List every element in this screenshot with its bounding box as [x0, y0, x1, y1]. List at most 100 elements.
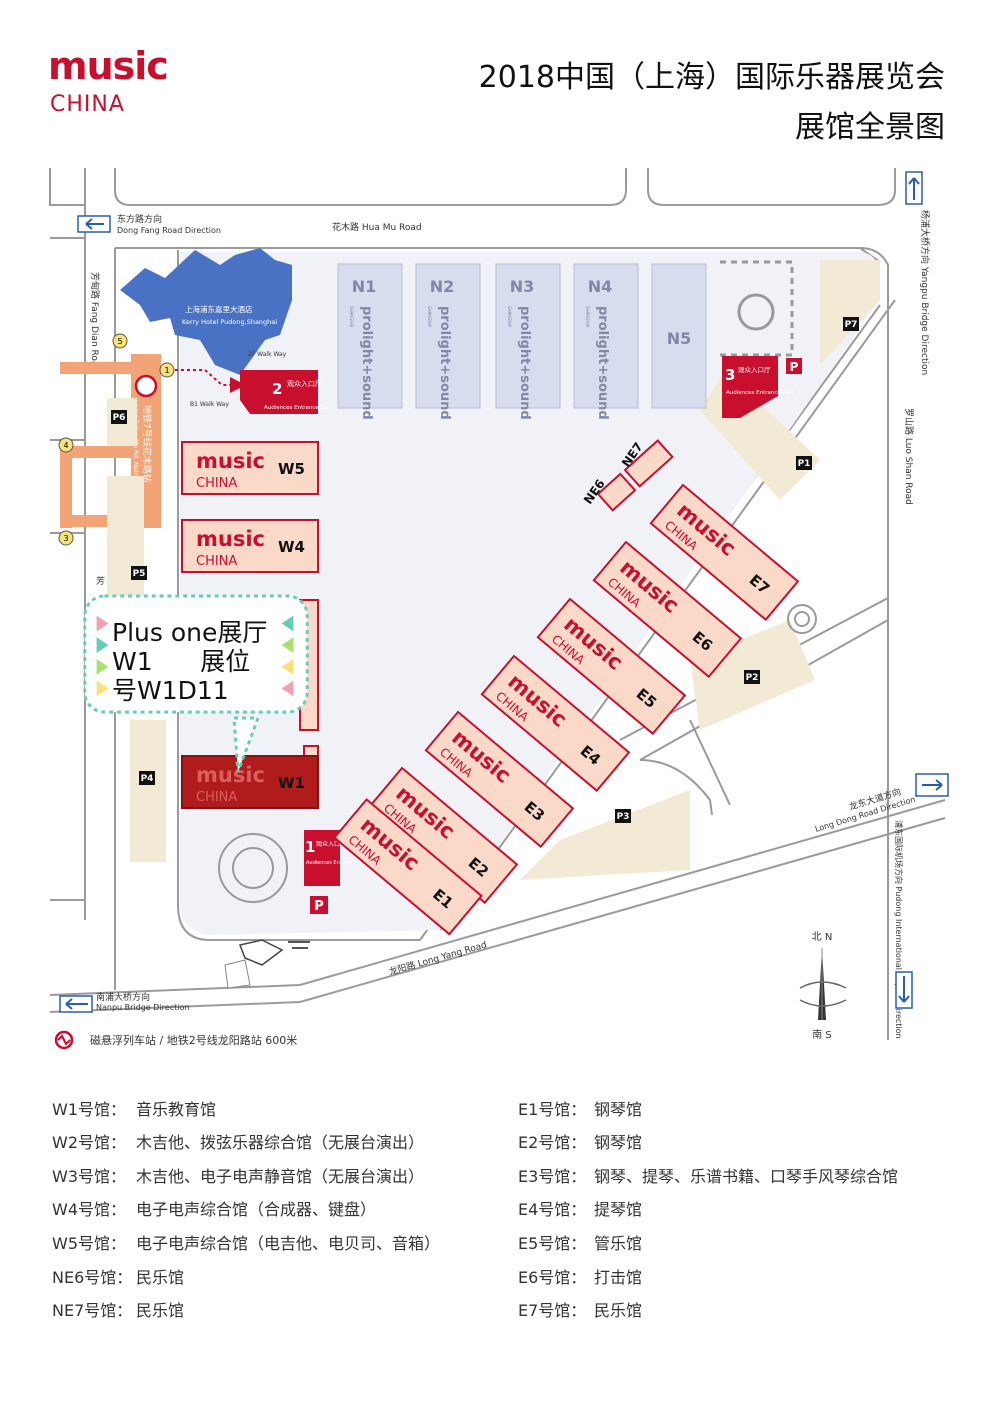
- prolight-halls: N1 prolight+sound SHANGHAI N2 prolight+soun…: [337, 263, 707, 420]
- hall-w1-music: music: [196, 763, 265, 787]
- metro-exit-5: 5: [117, 337, 122, 346]
- hall-n2-id: N2: [430, 277, 455, 296]
- hall-w5[interactable]: music CHINA W5: [181, 441, 319, 495]
- legend-item: W1号馆：音乐教育馆: [52, 1100, 217, 1119]
- logo-music: music: [48, 44, 169, 88]
- dongfang-label-en: Dong Fang Road Direction: [117, 226, 221, 235]
- hall-n3-city: SHANGHAI: [507, 306, 512, 327]
- hall-n5-id: N5: [667, 329, 692, 348]
- metro-station-label: 地铁7号线花木路站: [141, 405, 153, 483]
- hall-n1-brand: prolight+sound: [359, 306, 374, 420]
- hall-w4-china: CHINA: [196, 554, 237, 569]
- callout-triangles-right: [281, 615, 294, 697]
- callout-line-1: Plus one展厅: [112, 618, 268, 647]
- metro-exit-3: 3: [63, 534, 68, 543]
- hall-w4[interactable]: music CHINA W4: [181, 519, 319, 573]
- legend-item: W3号馆：木吉他、电子电声静音馆（无展台演出）: [52, 1167, 425, 1186]
- dongfang-arrow: [77, 215, 111, 233]
- hall-w1-china: CHINA: [196, 790, 237, 805]
- page-title: 2018中国（上海）国际乐器展览会: [478, 60, 945, 95]
- entrance-3[interactable]: 3 观众入口厅 Audiences Entrance Hall P: [722, 356, 802, 418]
- hall-e3[interactable]: music CHINA E3: [424, 710, 575, 849]
- hall-n1-city: SHANGHAI: [349, 306, 354, 327]
- huamu-road-label: 花木路 Hua Mu Road: [332, 221, 422, 233]
- hall-n4-id: N4: [588, 277, 613, 296]
- metro-note: 磁悬浮列车站 / 地铁2号线龙阳路站 600米: [90, 1033, 297, 1047]
- compass-rose: [799, 948, 847, 1020]
- entrance-1-parking-icon: P: [314, 899, 324, 914]
- metro-exit-4: 4: [63, 441, 68, 450]
- nanpu-arrow: [59, 995, 93, 1013]
- legend-item: E3号馆：钢琴、提琴、乐谱书籍、口琴手风琴综合馆: [518, 1167, 899, 1186]
- legend-item: E2号馆：钢琴馆: [518, 1133, 643, 1152]
- booth-callout-text: Plus one展厅 W1 展位 号W1D11: [112, 618, 292, 705]
- hall-e6[interactable]: music CHINA E6: [592, 540, 743, 679]
- entrance-3-cn: 观众入口厅: [738, 366, 771, 374]
- yangpu-label: 杨浦大桥方向 Yangpu Bridge Direction: [919, 210, 931, 375]
- hotel-name-cn: 上海浦东嘉里大酒店: [185, 304, 253, 314]
- callout-line-3: 号W1D11: [112, 676, 229, 705]
- fangdian-road-label: 芳甸路 Fang Dian Road: [89, 272, 101, 372]
- venue-map: 东方路方向 Dong Fang Road Direction 花木路 Hua M…: [49, 168, 949, 1050]
- legend-item: E6号馆：打击馆: [518, 1268, 643, 1287]
- parking-labels: P6 P5 P4 P7 P1 P2 P3: [111, 317, 859, 823]
- hall-n3-id: N3: [510, 277, 535, 296]
- entrance-2-cn: 观众入口厅: [287, 380, 322, 388]
- callout-pointer: [232, 716, 261, 773]
- entrance-1-num: 1: [305, 838, 315, 856]
- hall-w5-music: music: [196, 449, 265, 473]
- hall-n2-city: SHANGHAI: [427, 306, 432, 327]
- parking-p1: P1: [798, 459, 811, 469]
- logo-china: CHINA: [50, 92, 125, 117]
- nanpu-label: 南浦大桥方向: [96, 991, 150, 1003]
- metro-exit-1: 1: [164, 366, 169, 375]
- dongfang-label: 东方路方向: [117, 213, 162, 225]
- 2f-walkway-label: 2F Walk Way: [248, 351, 287, 358]
- legend-item: NE6号馆：民乐馆: [52, 1268, 185, 1287]
- legend-item: E7号馆：民乐馆: [518, 1301, 643, 1320]
- hall-w5-id: W5: [278, 460, 305, 478]
- hall-w4-music: music: [196, 527, 265, 551]
- pudong-airport-label: 浦东国际机场方向 Pudong International Airport Di…: [894, 820, 904, 1039]
- legend-item: E1号馆：钢琴馆: [518, 1100, 643, 1119]
- metro-icon: [54, 1030, 74, 1050]
- legend-item: E5号馆：管乐馆: [518, 1234, 643, 1253]
- parking-p3: P3: [617, 812, 630, 822]
- yangpu-arrow: [905, 171, 923, 205]
- entrance-1[interactable]: 1 观众入口厅 Audiences Entrance Hall P: [304, 830, 367, 914]
- longyang-road-label: 龙阳路 Long Yang Road: [388, 938, 489, 977]
- entrance-3-num: 3: [725, 366, 735, 384]
- booth-callout-bubble: [83, 594, 309, 714]
- entrance-1-en: Audiences Entrance Hall: [306, 860, 367, 866]
- legend-item: NE7号馆：民乐馆: [52, 1301, 185, 1320]
- page-subtitle: 展馆全景图: [795, 110, 945, 145]
- legend-item: W2号馆：木吉他、拨弦乐器综合馆（无展台演出）: [52, 1133, 425, 1152]
- legend-item: W4号馆：电子电声综合馆（合成器、键盘）: [52, 1200, 377, 1219]
- hall-w5-china: CHINA: [196, 476, 237, 491]
- legend-item: W5号馆：电子电声综合馆（电吉他、电贝司、音箱）: [52, 1234, 441, 1253]
- hall-n4-brand: prolight+sound: [595, 306, 610, 420]
- entrance-3-parking-icon: P: [790, 360, 799, 374]
- compass-north: 北 N: [812, 931, 833, 943]
- parking-p7: P7: [845, 320, 858, 330]
- hall-n1-id: N1: [352, 277, 377, 296]
- nanpu-label-en: Nanpu Bridge Direction: [96, 1003, 189, 1012]
- entrance-2[interactable]: 2 观众入口厅 Audiences Entrance Hall: [240, 370, 332, 414]
- entrance-3-en: Audiences Entrance Hall: [726, 390, 794, 396]
- b1-walkway-label: B1 Walk Way: [190, 401, 229, 408]
- parking-p2: P2: [746, 673, 759, 683]
- hall-w1[interactable]: music CHINA W1: [181, 755, 319, 809]
- parking-p5: P5: [133, 569, 146, 579]
- legend-item: E4号馆：提琴馆: [518, 1200, 643, 1219]
- callout-triangles-left: [96, 615, 109, 697]
- longdong-arrow: [915, 773, 949, 797]
- hall-n2-brand: prolight+sound: [437, 306, 452, 420]
- hall-e4[interactable]: music CHINA E4: [480, 654, 631, 793]
- compass-south: 南 S: [812, 1028, 832, 1041]
- hall-e5[interactable]: music CHINA E5: [536, 597, 687, 736]
- hotel-name-en: Kerry Hotel Pudong,Shanghai: [182, 318, 277, 326]
- luoshan-road-label: 罗山路 Luo Shan Road: [903, 408, 915, 505]
- metro-station-label-en: Line 7 Hua Mu Rd. Metro Station: [132, 405, 139, 502]
- hall-n4-city: SHANGHAI: [585, 306, 590, 327]
- venue-ground: [180, 252, 880, 935]
